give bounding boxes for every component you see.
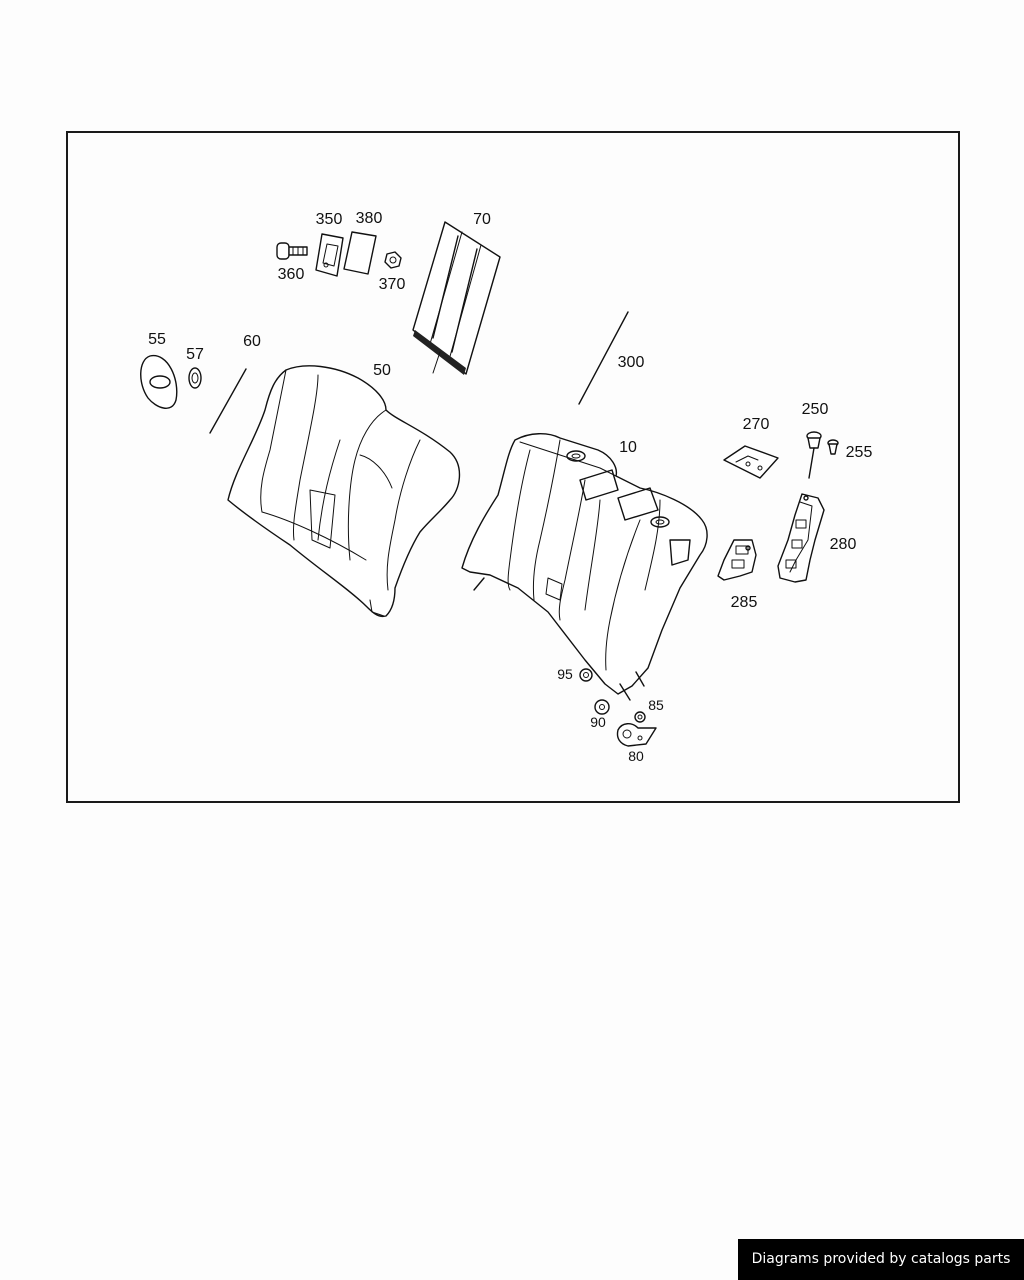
callout-80: 80 (628, 748, 644, 764)
callout-270: 270 (743, 416, 770, 433)
part-250-pin[interactable] (806, 431, 822, 479)
part-70-heating-mat[interactable] (412, 221, 501, 375)
callout-50: 50 (373, 362, 391, 379)
callout-85: 85 (648, 697, 664, 713)
callout-300: 300 (618, 354, 645, 371)
callout-55: 55 (148, 331, 166, 348)
part-90-washer[interactable] (594, 699, 610, 715)
callout-350: 350 (316, 211, 343, 228)
part-10-backrest-frame[interactable] (461, 433, 708, 701)
part-270-cover-plate[interactable] (723, 445, 779, 479)
part-95-nut[interactable] (579, 668, 593, 682)
callout-70: 70 (473, 211, 491, 228)
callout-370: 370 (379, 276, 406, 293)
part-300-rod[interactable] (578, 311, 629, 405)
callout-57: 57 (186, 346, 204, 363)
callout-380: 380 (356, 210, 383, 227)
callout-90: 90 (590, 714, 606, 730)
callout-285: 285 (731, 594, 758, 611)
part-370-nut[interactable] (384, 251, 402, 269)
attribution-badge: Diagrams provided by catalogs parts (738, 1239, 1024, 1280)
callout-60: 60 (243, 333, 261, 350)
callout-360: 360 (278, 266, 305, 283)
part-280-hinge-bracket[interactable] (777, 493, 825, 583)
callout-280: 280 (830, 536, 857, 553)
callout-255: 255 (846, 444, 873, 461)
part-60-rod[interactable] (209, 368, 247, 434)
part-50-backrest-cover[interactable] (227, 365, 461, 618)
callout-95: 95 (557, 666, 573, 682)
part-80-bracket[interactable] (616, 723, 657, 747)
part-285-latch[interactable] (717, 539, 757, 581)
callout-250: 250 (802, 401, 829, 418)
part-380-pad[interactable] (343, 231, 377, 275)
part-57-ring[interactable] (188, 367, 202, 389)
part-85-washer[interactable] (634, 711, 646, 723)
part-360-bolt[interactable] (276, 242, 308, 260)
part-55-cover-disk[interactable] (140, 355, 178, 409)
part-255-clip[interactable] (827, 439, 839, 455)
callout-10: 10 (619, 439, 637, 456)
part-350-bracket[interactable] (315, 233, 344, 277)
